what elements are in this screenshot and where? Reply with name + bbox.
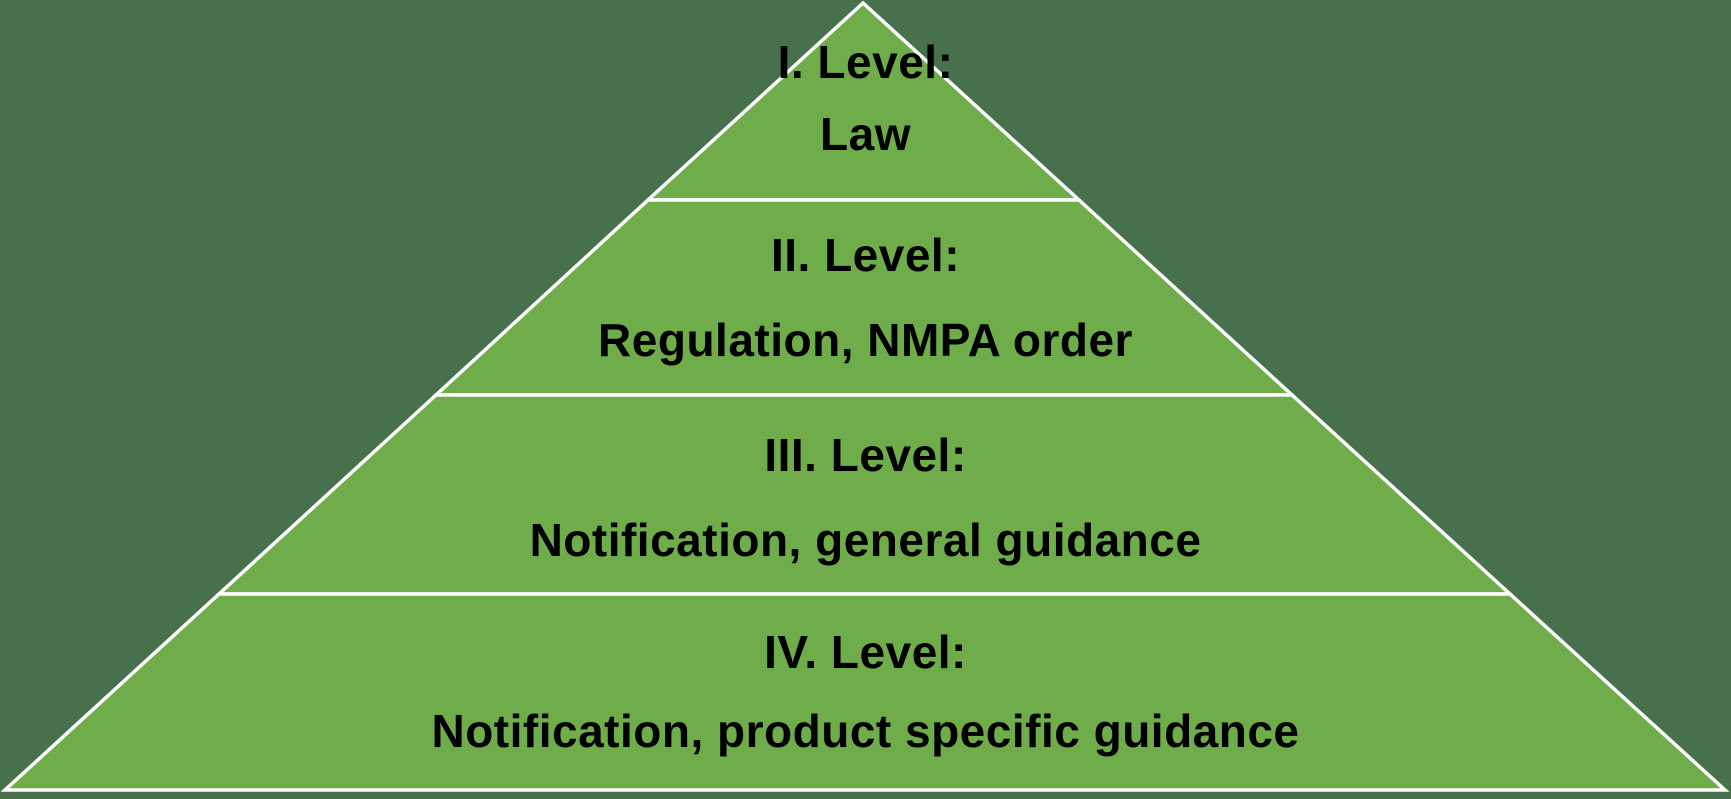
- pyramid-level-4-shape: [0, 592, 1730, 792]
- level-1-heading: I. Level:: [777, 36, 954, 88]
- pyramid-level-1-shape: [643, 0, 1084, 202]
- level-3-heading: III. Level:: [764, 429, 967, 481]
- level-4-detail: Notification, product specific guidance: [431, 705, 1300, 757]
- level-4-heading: IV. Level:: [764, 626, 967, 678]
- level-2-detail: Regulation, NMPA order: [598, 314, 1133, 366]
- level-1-detail: Law: [820, 108, 911, 160]
- level-2-heading: II. Level:: [770, 229, 961, 281]
- level-3-detail: Notification, general guidance: [529, 514, 1202, 566]
